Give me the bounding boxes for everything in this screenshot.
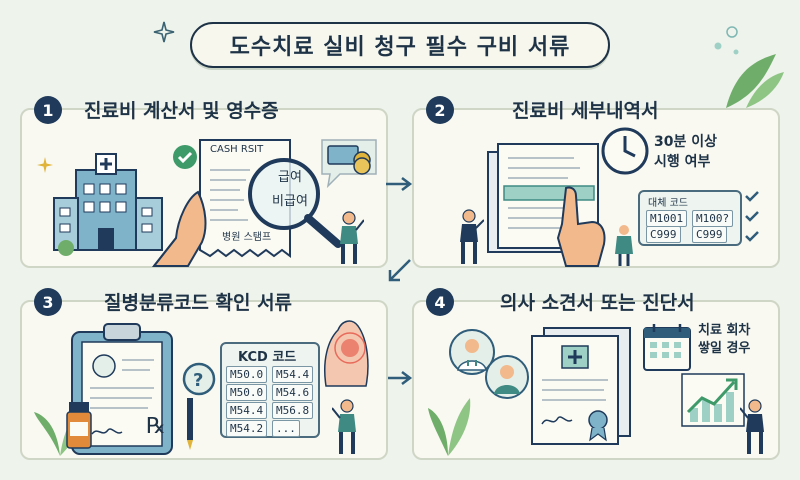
benefit-label: 급여 xyxy=(278,170,302,185)
person-icon xyxy=(340,211,364,264)
code-cell: M50.0 xyxy=(226,384,268,401)
code-cell: M50.0 xyxy=(226,366,268,383)
pen-icon xyxy=(187,398,193,450)
bubbles-icon xyxy=(714,26,739,55)
code-cell: M56.8 xyxy=(272,402,314,419)
check-icon xyxy=(173,145,197,169)
magnifier-icon xyxy=(248,158,342,248)
code-cell: M54.6 xyxy=(272,384,314,401)
panel-heading: 진료비 세부내역서 xyxy=(512,100,659,122)
code-cell: C999 xyxy=(692,226,727,243)
person-icon xyxy=(460,209,484,264)
doctor-icon xyxy=(449,329,495,375)
code-title: KCD 코드 xyxy=(238,350,297,365)
patient-icon xyxy=(485,355,529,399)
code-cell: M54.2 xyxy=(226,420,268,437)
check-icon xyxy=(745,191,759,242)
receipt-header: CASH RSIT xyxy=(210,144,264,155)
leaf-icon xyxy=(726,54,784,108)
step-number: 2 xyxy=(426,96,454,124)
panel-heading: 질병분류코드 확인 서류 xyxy=(104,292,293,314)
code-cell: M100? xyxy=(692,210,734,227)
hand-pointer-icon xyxy=(556,186,606,267)
next-arrow-icon xyxy=(386,371,413,385)
caption-line: 시행 여부 xyxy=(654,154,711,170)
next-arrow-icon xyxy=(386,177,413,191)
code-table: 대체 코드 M1001 M100? C999 C999 xyxy=(638,190,742,246)
hospital-icon xyxy=(53,153,163,256)
person-icon xyxy=(615,225,633,266)
non-benefit-label: 비급여 xyxy=(272,194,308,209)
pill-bottle-icon xyxy=(66,402,92,449)
rx-symbol: ℞ xyxy=(146,414,166,439)
panel-receipt: 1 진료비 계산서 및 영수증 CASH RSIT 병원 스탬프 xyxy=(20,96,388,268)
kcd-code-table: KCD 코드 M50.0 M54.4 M50.0 M54.6 M54.4 M56… xyxy=(220,342,320,438)
hand-icon xyxy=(151,190,207,267)
document-icon xyxy=(487,143,599,253)
panel-doctor-opinion: 4 의사 소견서 또는 진단서 xyxy=(412,288,780,460)
caption-line: 쌓일 경우 xyxy=(698,341,751,356)
treatment-caption: 치료 회차 쌓일 경우 xyxy=(698,322,750,358)
clock-icon xyxy=(601,127,649,175)
step-number: 4 xyxy=(426,288,454,316)
step-number: 3 xyxy=(34,288,62,316)
leaf-icon xyxy=(428,398,471,456)
code-cell: M54.4 xyxy=(226,402,268,419)
question-icon: ? xyxy=(182,362,216,396)
panel-detail-statement: 2 진료비 세부내역서 30분 이상 시행 여부 대체 코드 M1001 M10… xyxy=(412,96,780,268)
chart-up-icon xyxy=(681,373,745,427)
sparkle-icon xyxy=(37,157,53,173)
code-cell: M54.4 xyxy=(272,366,314,383)
panel-disease-code: 3 질병분류코드 확인 서류 ℞ ? KCD 코드 M50.0 M54.4 M5… xyxy=(20,288,388,460)
caption-line: 치료 회차 xyxy=(698,323,751,338)
stamp-text: 병원 스탬프 xyxy=(222,232,272,243)
person-icon xyxy=(740,399,764,454)
calendar-icon xyxy=(643,324,691,371)
code-cell: C999 xyxy=(646,226,681,243)
code-title: 대체 코드 xyxy=(648,198,688,209)
code-cell: M1001 xyxy=(646,210,688,227)
page-title: 도수치료 실비 청구 필수 구비 서류 xyxy=(190,22,610,68)
coins-card-icon xyxy=(321,139,377,189)
magnifier-text: 급여 비급여 xyxy=(268,166,312,214)
code-cell: ... xyxy=(272,420,300,437)
back-pain-icon xyxy=(324,320,369,387)
clock-caption: 30분 이상 시행 여부 xyxy=(654,132,717,172)
step-number: 1 xyxy=(34,96,62,124)
sparkle-icon xyxy=(153,21,175,43)
certificate-icon xyxy=(531,327,631,445)
down-left-arrow-icon xyxy=(388,259,411,282)
caption-line: 30분 이상 xyxy=(654,134,717,150)
svg-text:?: ? xyxy=(193,370,203,391)
person-icon xyxy=(332,399,356,454)
panel-heading: 진료비 계산서 및 영수증 xyxy=(84,100,279,122)
clipboard-icon xyxy=(71,323,173,455)
panel-heading: 의사 소견서 또는 진단서 xyxy=(500,292,695,314)
